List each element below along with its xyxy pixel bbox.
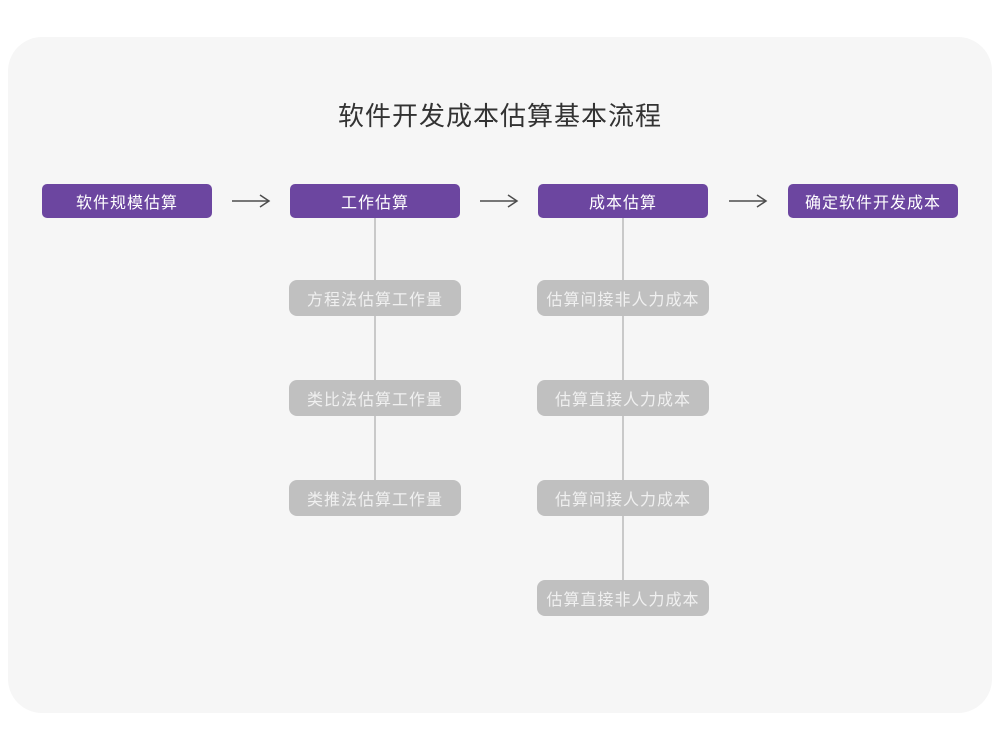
sub-step-direct-labor-cost: 估算直接人力成本 — [537, 380, 709, 416]
main-step-determine-dev-cost: 确定软件开发成本 — [788, 184, 958, 218]
sub-step-indirect-labor-cost: 估算间接人力成本 — [537, 480, 709, 516]
sub-step-extrapolation-method: 类推法估算工作量 — [289, 480, 461, 516]
diagram-title: 软件开发成本估算基本流程 — [337, 101, 662, 131]
sub-step-direct-nonlabor-cost: 估算直接非人力成本 — [537, 580, 709, 616]
right-arrow-icon — [480, 194, 519, 208]
sub-step-equation-method: 方程法估算工作量 — [289, 280, 461, 316]
main-step-software-scale-estimation: 软件规模估算 — [42, 184, 212, 218]
diagram-card — [8, 37, 992, 713]
right-arrow-icon — [232, 194, 271, 208]
main-step-work-estimation: 工作估算 — [290, 184, 460, 218]
sub-step-indirect-nonlabor-cost: 估算间接非人力成本 — [537, 280, 709, 316]
connector-line-work — [374, 218, 376, 480]
sub-step-analogy-method: 类比法估算工作量 — [289, 380, 461, 416]
main-step-cost-estimation: 成本估算 — [538, 184, 708, 218]
right-arrow-icon — [729, 194, 768, 208]
